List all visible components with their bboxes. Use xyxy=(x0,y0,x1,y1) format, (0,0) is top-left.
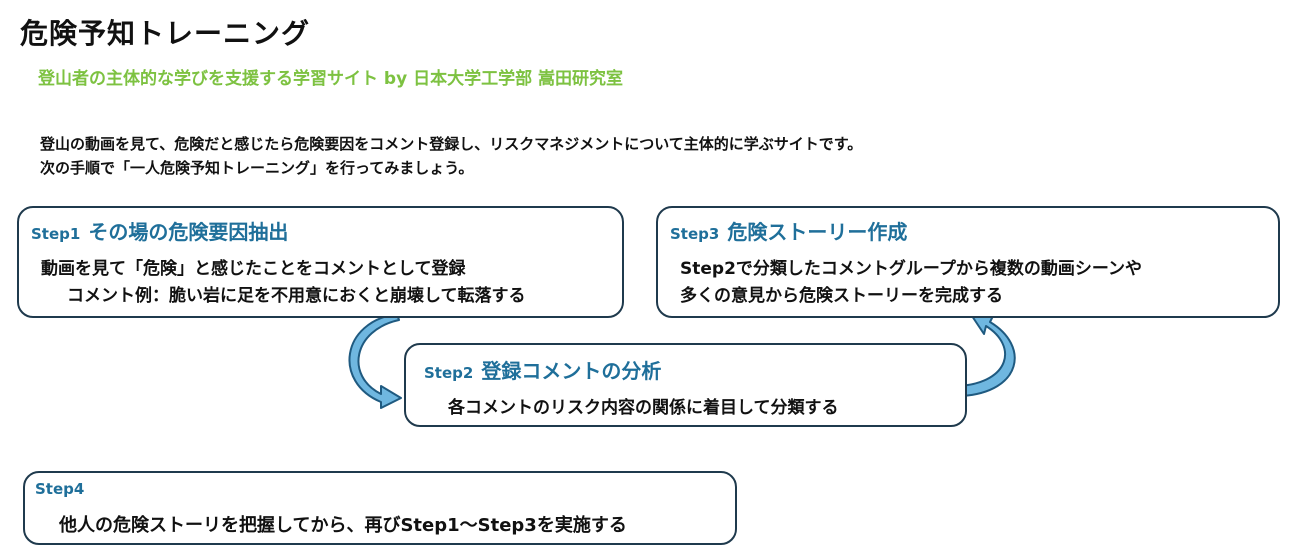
step2-header: Step2 登録コメントの分析 xyxy=(424,355,661,384)
step2-description: 各コメントのリスク内容の関係に着目して分類する xyxy=(448,398,839,418)
step2-title: 登録コメントの分析 xyxy=(481,359,662,383)
step1-description: 動画を見て「危険」と感じたことをコメントとして登録 xyxy=(41,259,466,279)
step4-header: Step4 xyxy=(35,479,92,498)
step3-box: Step3 危険ストーリー作成 Step2で分類したコメントグループから複数の動画… xyxy=(656,206,1280,318)
page-title: 危険予知トレーニング xyxy=(20,17,311,50)
step3-description-line-1: Step2で分類したコメントグループから複数の動画シーンや xyxy=(680,259,1143,279)
step1-tag: Step1 xyxy=(31,225,81,243)
step1-box: Step1 その場の危険要因抽出 動画を見て「危険」と感じたことをコメントとして登… xyxy=(17,206,624,318)
curved-arrow-icon xyxy=(959,313,1016,397)
step1-example: コメント例：脆い岩に足を不用意におくと崩壊して転落する xyxy=(67,286,526,306)
step3-title: 危険ストーリー作成 xyxy=(727,220,908,244)
step4-box: Step4 他人の危険ストーリを把握してから、再びStep1～Step3を実施す… xyxy=(23,471,737,545)
step3-description-line-2: 多くの意見から危険ストーリーを完成する xyxy=(680,286,1003,306)
step1-header: Step1 その場の危険要因抽出 xyxy=(31,216,288,245)
step4-description: 他人の危険ストーリを把握してから、再びStep1～Step3を実施する xyxy=(59,515,627,536)
intro-line-2: 次の手順で「一人危険予知トレーニング」を行ってみましょう。 xyxy=(40,159,474,177)
curved-arrow-icon xyxy=(348,313,402,409)
step4-tag: Step4 xyxy=(35,480,85,498)
intro-line-1: 登山の動画を見て、危険だと感じたら危険要因をコメント登録し、リスクマネジメントに… xyxy=(40,135,863,153)
step2-box: Step2 登録コメントの分析 各コメントのリスク内容の関係に着目して分類する xyxy=(404,343,967,427)
step3-tag: Step3 xyxy=(670,225,720,243)
site-subtitle: 登山者の主体的な学びを支援する学習サイト by 日本大学工学部 嵩田研究室 xyxy=(38,69,624,89)
step2-tag: Step2 xyxy=(424,364,474,382)
step1-title: その場の危険要因抽出 xyxy=(88,220,289,244)
step3-header: Step3 危険ストーリー作成 xyxy=(670,216,907,245)
